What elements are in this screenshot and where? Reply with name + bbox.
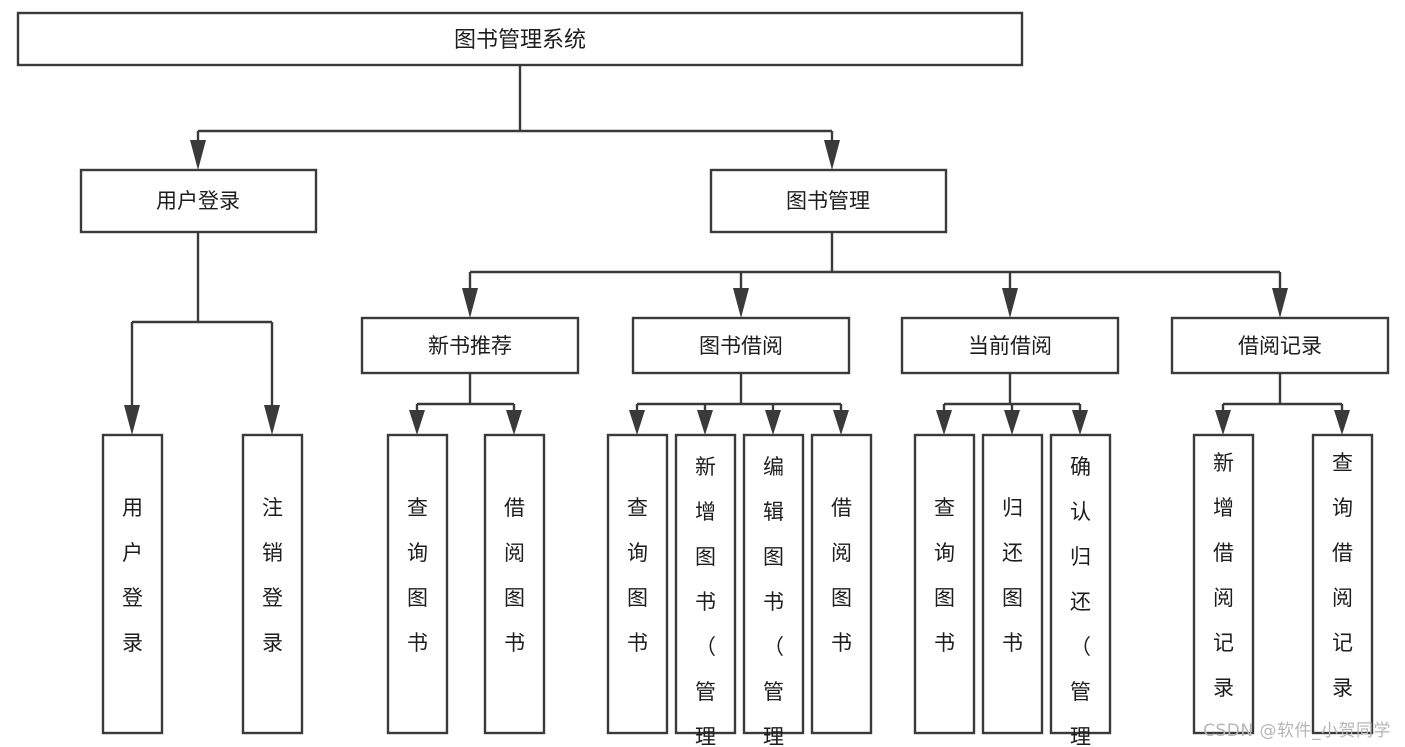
current-borrow-box[interactable]	[900, 316, 1120, 375]
leaf-borrow-book-1-box[interactable]	[483, 433, 546, 735]
leaf-add-record-box[interactable]	[1192, 433, 1255, 735]
leaf-logout-box[interactable]	[241, 433, 304, 735]
user-login-label: 用户登录	[156, 189, 240, 213]
new-book-recommend-label: 新书推荐	[428, 334, 512, 358]
borrow-record-label: 借阅记录	[1238, 334, 1322, 358]
node-user-login[interactable]: 用户登录	[79, 168, 318, 234]
arrow-to-leaf-add-book	[697, 410, 713, 435]
arrow-to-leaf-user-login	[124, 405, 140, 435]
arrow-to-leaf-logout	[264, 405, 280, 435]
arrow-to-leaf-return-book	[1004, 410, 1020, 435]
leaf-add-record-label: 新增借阅记录	[1213, 451, 1234, 700]
leaf-query-record-box[interactable]	[1311, 433, 1374, 735]
node-book-borrow[interactable]: 图书借阅	[631, 316, 851, 375]
arrow-to-leaf-borrow-book-1	[506, 410, 522, 435]
leaf-node-layer: 用户登录 注销登录 查询图书 借阅图书 查询图书 新增图书（管理员） 编辑图书（管理员） 借阅…	[101, 433, 1374, 747]
arrow-to-leaf-add-record	[1215, 410, 1231, 435]
leaf-query-book-3-box[interactable]	[913, 433, 976, 735]
leaf-query-book-2-label: 查询图书	[627, 496, 648, 655]
node-borrow-record[interactable]: 借阅记录	[1170, 316, 1390, 375]
leaf-return-book-label: 归还图书	[1002, 496, 1023, 655]
leaf-edit-book-box[interactable]	[742, 433, 805, 735]
arrow-to-leaf-borrow-book-2	[833, 410, 849, 435]
leaf-return-book[interactable]: 归还图书	[981, 433, 1044, 735]
leaf-query-book-1-label: 查询图书	[407, 496, 428, 655]
root-label: 图书管理系统	[454, 28, 586, 53]
leaf-query-record[interactable]: 查询借阅记录	[1311, 433, 1374, 735]
arrow-to-leaf-query-book-3	[936, 410, 952, 435]
arrow-to-new-book-rec	[462, 288, 478, 318]
leaf-user-login[interactable]: 用户登录	[101, 433, 164, 735]
book-borrow-label: 图书借阅	[699, 334, 783, 358]
arrow-to-current-borrow	[1002, 288, 1018, 318]
leaf-user-login-label: 用户登录	[122, 496, 143, 655]
leaf-add-book-label: 新增图书（管理员）	[695, 455, 716, 747]
connector-layer	[124, 65, 1350, 435]
leaf-query-book-1[interactable]: 查询图书	[386, 433, 449, 735]
leaf-add-record[interactable]: 新增借阅记录	[1192, 433, 1255, 735]
leaf-add-book[interactable]: 新增图书（管理员）	[674, 433, 737, 747]
leaf-borrow-book-1-label: 借阅图书	[504, 496, 525, 655]
leaf-query-book-2-box[interactable]	[606, 433, 669, 735]
leaf-edit-book-label: 编辑图书（管理员）	[763, 455, 784, 747]
leaf-logout[interactable]: 注销登录	[241, 433, 304, 735]
leaf-borrow-book-2-box[interactable]	[810, 433, 873, 735]
leaf-edit-book[interactable]: 编辑图书（管理员）	[742, 433, 805, 747]
arrow-to-leaf-confirm-return	[1072, 410, 1088, 435]
arrow-to-leaf-edit-book	[765, 410, 781, 435]
leaf-query-book-3-label: 查询图书	[934, 496, 955, 655]
leaf-query-book-3[interactable]: 查询图书	[913, 433, 976, 735]
borrow-record-box[interactable]	[1170, 316, 1390, 375]
leaf-logout-label: 注销登录	[262, 496, 283, 655]
node-root[interactable]: 图书管理系统	[16, 11, 1024, 67]
leaf-confirm-return-box[interactable]	[1049, 433, 1112, 735]
book-management-label: 图书管理	[786, 189, 870, 213]
node-new-book-recommend[interactable]: 新书推荐	[360, 316, 580, 375]
new-book-recommend-box[interactable]	[360, 316, 580, 375]
leaf-borrow-book-2[interactable]: 借阅图书	[810, 433, 873, 735]
node-current-borrow[interactable]: 当前借阅	[900, 316, 1120, 375]
arrow-to-book-borrow	[733, 288, 749, 318]
leaf-return-book-box[interactable]	[981, 433, 1044, 735]
root-box[interactable]	[16, 11, 1024, 67]
leaf-query-book-1-box[interactable]	[386, 433, 449, 735]
leaf-add-book-box[interactable]	[674, 433, 737, 735]
arrow-to-leaf-query-book-1	[409, 410, 425, 435]
user-login-box[interactable]	[79, 168, 318, 234]
leaf-confirm-return[interactable]: 确认归还（管理员）	[1049, 433, 1112, 747]
arrow-root-to-book-mgmt	[824, 140, 840, 170]
node-book-management[interactable]: 图书管理	[709, 168, 948, 234]
leaf-confirm-return-label: 确认归还（管理员）	[1070, 455, 1091, 747]
leaf-user-login-box[interactable]	[101, 433, 164, 735]
current-borrow-label: 当前借阅	[968, 334, 1052, 358]
leaf-query-book-2[interactable]: 查询图书	[606, 433, 669, 735]
book-management-box[interactable]	[709, 168, 948, 234]
leaf-borrow-book-2-label: 借阅图书	[831, 496, 852, 655]
arrow-root-to-user-login	[190, 140, 206, 170]
leaf-borrow-book-1[interactable]: 借阅图书	[483, 433, 546, 735]
book-borrow-box[interactable]	[631, 316, 851, 375]
leaf-query-record-label: 查询借阅记录	[1332, 451, 1353, 700]
arrow-to-borrow-record	[1272, 288, 1288, 318]
arrow-to-leaf-query-book-2	[629, 410, 645, 435]
arrow-to-leaf-query-record	[1334, 410, 1350, 435]
